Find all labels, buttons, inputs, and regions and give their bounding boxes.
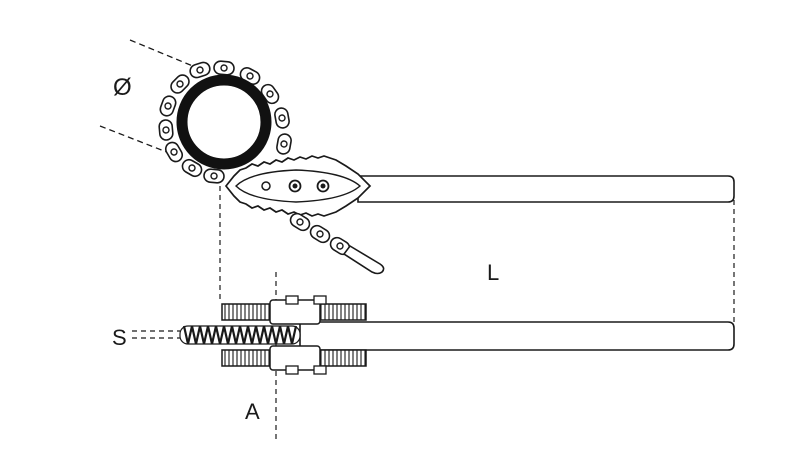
upper-jaw: [221, 295, 367, 325]
thickness-label: S: [112, 325, 127, 350]
handle-side: [299, 321, 735, 351]
wrench-head-top: [224, 155, 372, 217]
side-view: [179, 295, 735, 375]
lower-jaw: [221, 345, 367, 375]
diameter-label: Ø: [113, 74, 132, 101]
pipe-section: [176, 74, 272, 170]
chain-side: [179, 325, 301, 345]
handle-top: [357, 175, 735, 203]
top-view: [99, 39, 735, 275]
chain-tail: [287, 210, 385, 275]
length-label: L: [487, 260, 500, 285]
axis-offset-label: A: [245, 399, 260, 424]
